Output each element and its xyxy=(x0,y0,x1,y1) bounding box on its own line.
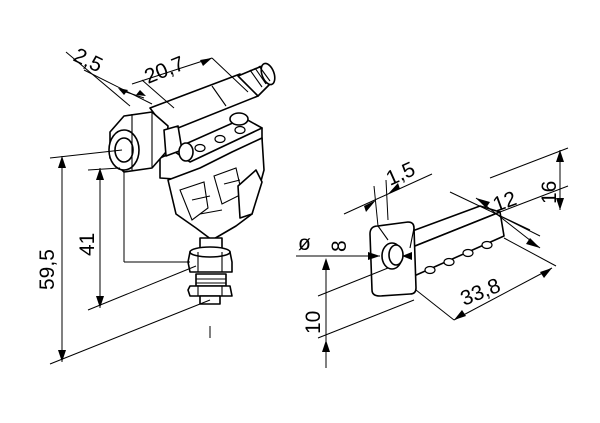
sensor-holder-assembly: 2,5 20,7 59,5 41 xyxy=(36,44,276,365)
dim-hole-height: 10 xyxy=(302,311,325,334)
sensor-barrel xyxy=(149,62,276,133)
dim-offset-width: 2,5 xyxy=(70,44,106,77)
dim-diameter-symbol: ø xyxy=(298,232,311,255)
dimension-nut-height: 41 xyxy=(76,167,197,311)
plate-hole-3 xyxy=(234,125,246,135)
bracket-body xyxy=(369,205,505,297)
dim-nut-height: 41 xyxy=(76,233,99,256)
dimension-flange-height: 16 xyxy=(489,147,569,213)
clamp-body xyxy=(167,137,265,241)
front-hex-nut xyxy=(108,111,194,173)
dim-total-height: 59,5 xyxy=(36,249,59,290)
dim-hole-diameter: 8 xyxy=(328,240,351,252)
angle-bracket: 1,5 ø 8 10 16 xyxy=(296,147,569,368)
arm-hole-1 xyxy=(424,265,436,275)
dimension-hole-diameter: ø 8 xyxy=(296,232,412,260)
threaded-stud xyxy=(187,237,233,338)
dimension-thickness: 1,5 xyxy=(343,158,433,227)
dim-arm-length: 33,8 xyxy=(457,274,504,311)
arm-hole-4 xyxy=(481,240,493,250)
arm-hole-3 xyxy=(462,248,474,258)
plate-hole-1 xyxy=(194,143,206,153)
arm-hole-2 xyxy=(443,257,455,267)
plate-hole-2 xyxy=(214,134,226,144)
dimension-hole-height: 10 xyxy=(302,258,415,368)
dimension-total-height: 59,5 xyxy=(36,149,211,365)
dim-thickness: 1,5 xyxy=(383,158,419,191)
dim-flange-height: 16 xyxy=(538,181,561,204)
dim-body-width: 20,7 xyxy=(141,52,188,89)
